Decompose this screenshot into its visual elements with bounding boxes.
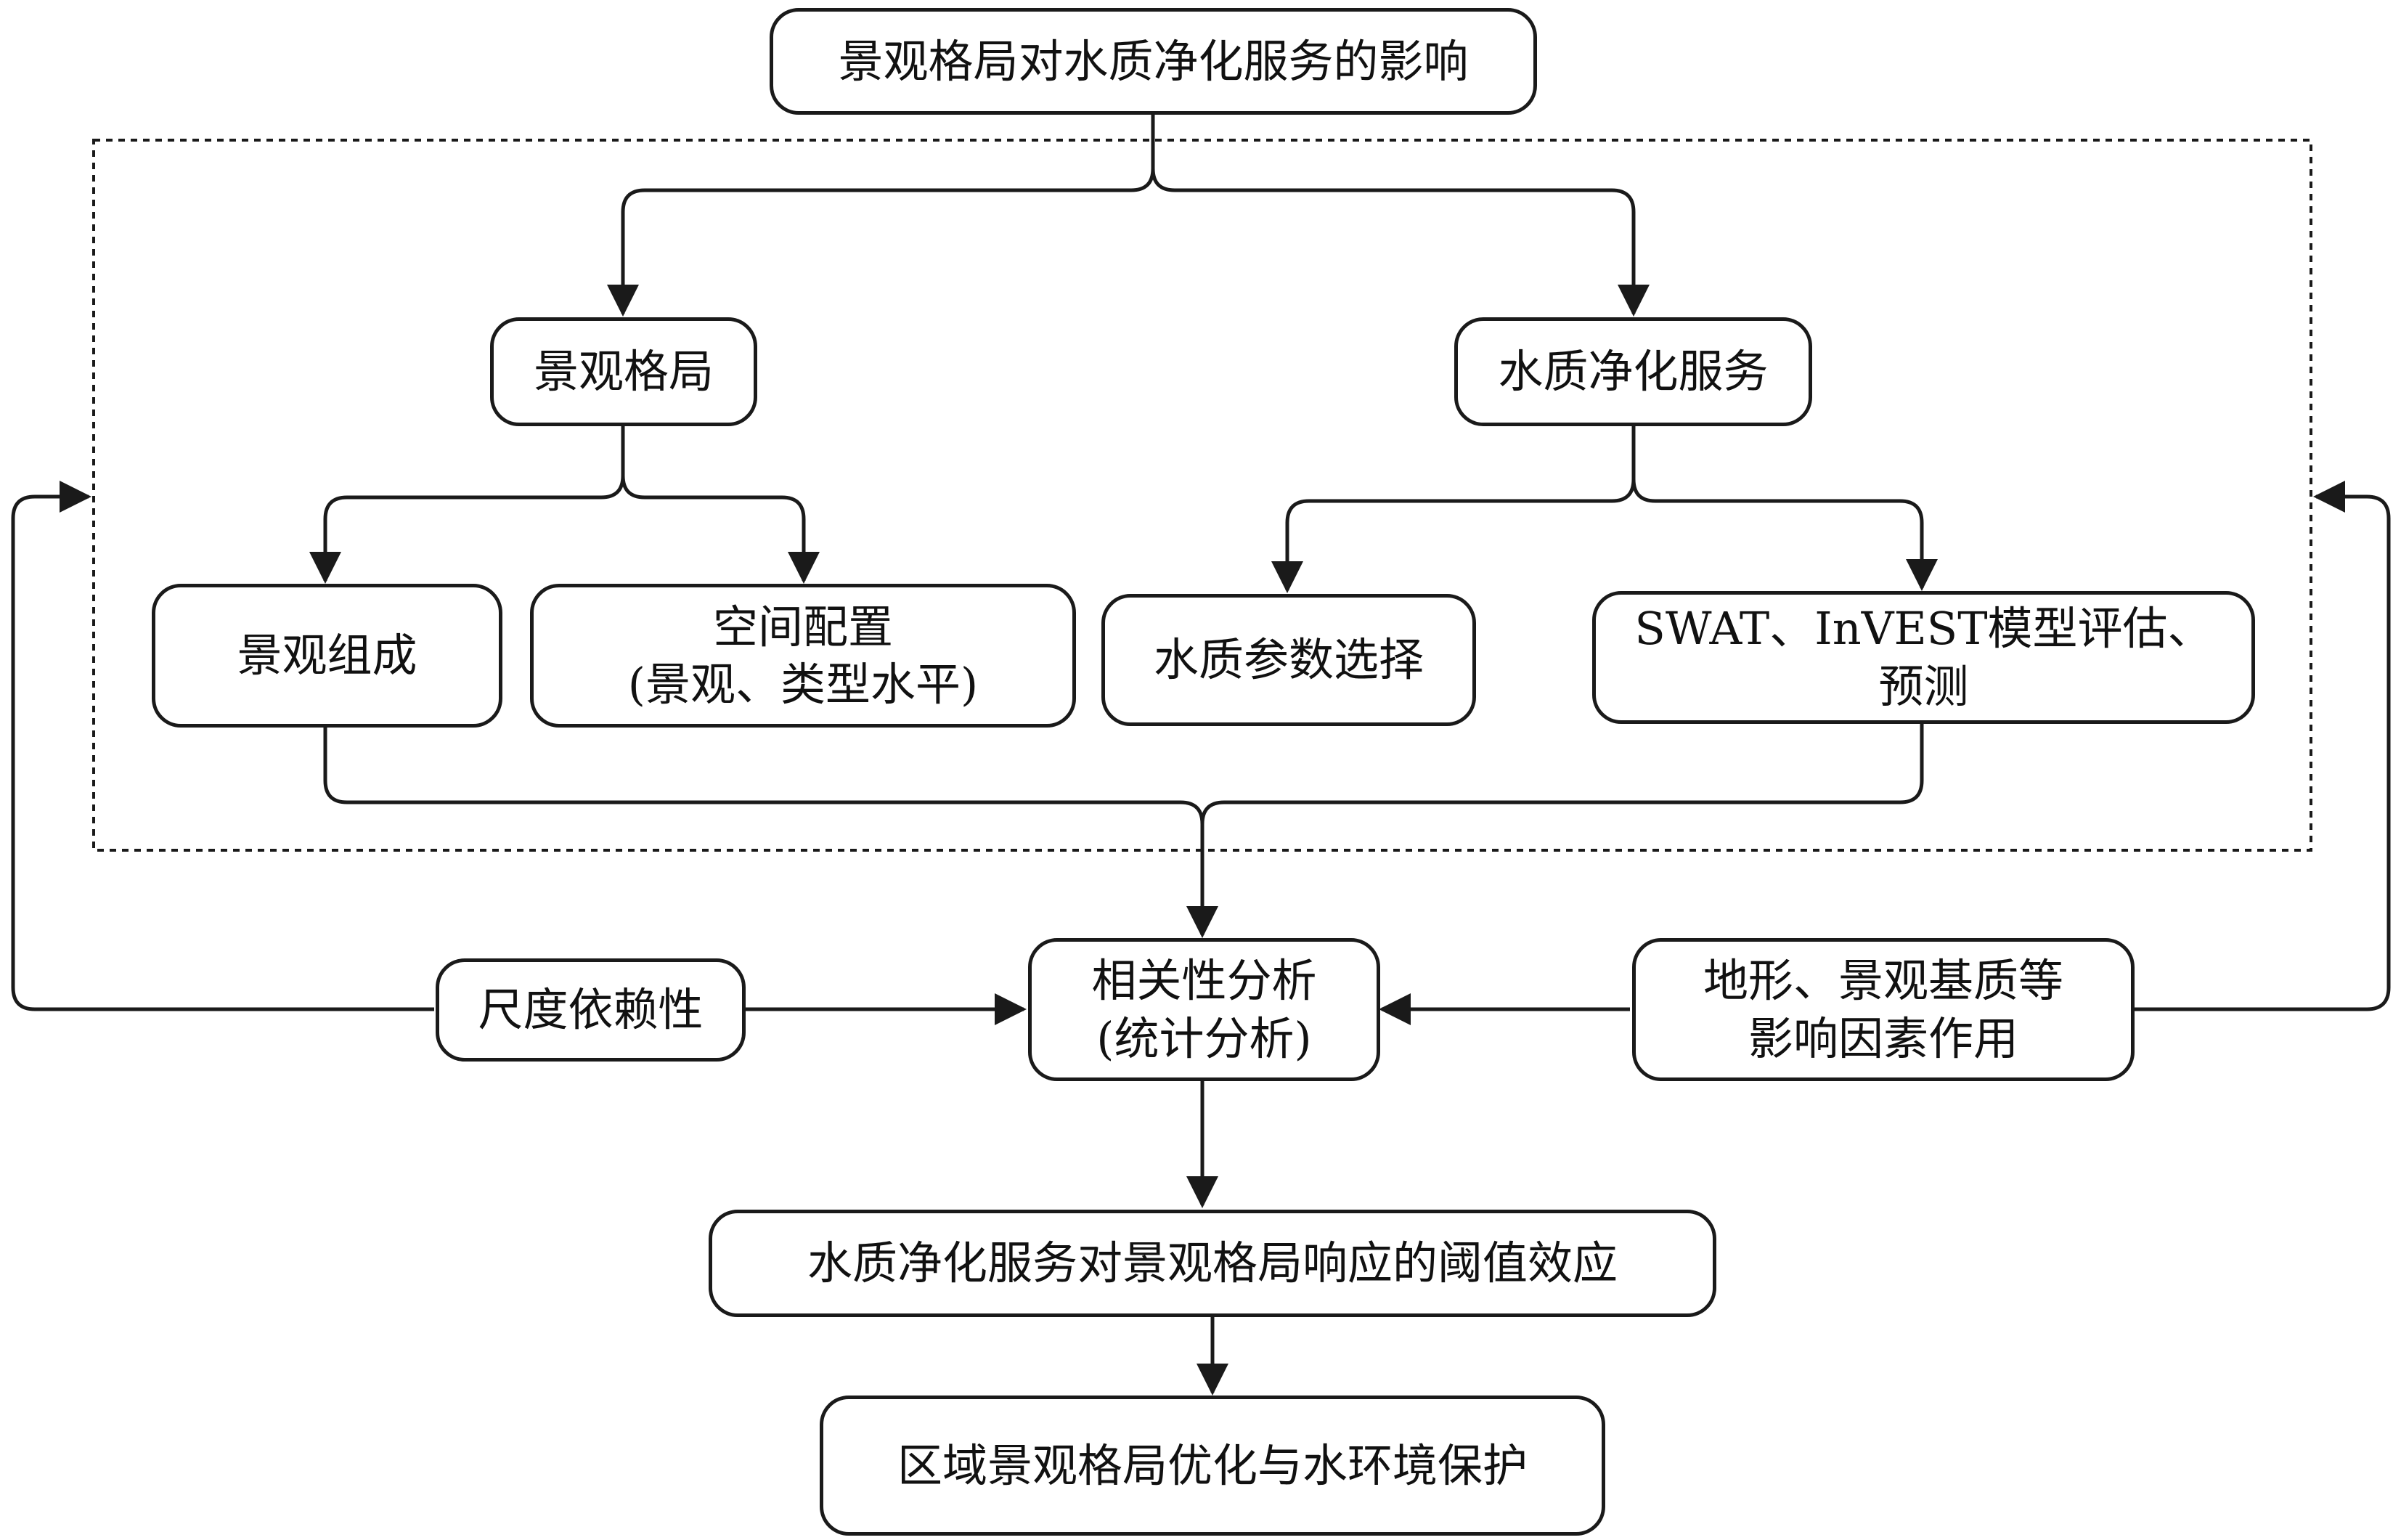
edge-wq-service-to-params bbox=[1271, 425, 1636, 593]
node-swat: SWAT、InVEST模型评估、 预测 bbox=[1592, 591, 2255, 724]
node-threshold-effect-label: 水质净化服务对景观格局响应的阈值效应 bbox=[807, 1237, 1618, 1290]
node-threshold-effect: 水质净化服务对景观格局响应的阈值效应 bbox=[709, 1210, 1716, 1317]
edge-landscape-pattern-to-spatial-config bbox=[621, 475, 820, 584]
node-correlation-line1: 相关性分析 bbox=[1091, 954, 1317, 1008]
node-landscape-pattern-label: 景观格局 bbox=[533, 345, 714, 399]
node-wq-service-label: 水质净化服务 bbox=[1498, 345, 1769, 399]
node-correlation: 相关性分析 (统计分析) bbox=[1028, 938, 1380, 1081]
node-spatial-config: 空间配置 (景观、类型水平) bbox=[530, 584, 1076, 728]
node-spatial-config-line2: (景观、类型水平) bbox=[627, 658, 979, 711]
node-spatial-config-line1: 空间配置 bbox=[712, 600, 893, 653]
node-terrain-factors-line2: 影响因素作用 bbox=[1748, 1011, 2018, 1065]
node-optimization-label: 区域景观格局优化与水环境保护 bbox=[897, 1438, 1528, 1492]
node-landscape-composition: 景观组成 bbox=[152, 584, 502, 728]
node-correlation-line2: (统计分析) bbox=[1096, 1011, 1312, 1065]
node-swat-line1: SWAT、InVEST模型评估、 bbox=[1634, 602, 2213, 656]
node-scale-dependency-label: 尺度依赖性 bbox=[478, 983, 704, 1037]
edge-root-to-wq-service bbox=[1151, 168, 1650, 317]
edge-scale-feedback-loop bbox=[11, 481, 434, 1011]
node-terrain-factors-line1: 地形、景观基质等 bbox=[1703, 954, 2063, 1008]
edge-landscape-pattern-to-composition bbox=[309, 425, 625, 584]
node-landscape-pattern: 景观格局 bbox=[490, 317, 757, 426]
node-root-label: 景观格局对水质净化服务的影响 bbox=[838, 34, 1469, 88]
node-wq-params-label: 水质参数选择 bbox=[1153, 633, 1424, 687]
edge-root-to-landscape-pattern bbox=[607, 113, 1155, 317]
node-optimization: 区域景观格局优化与水环境保护 bbox=[820, 1396, 1605, 1536]
node-terrain-factors: 地形、景观基质等 影响因素作用 bbox=[1632, 938, 2135, 1081]
node-wq-service: 水质净化服务 bbox=[1454, 317, 1812, 426]
edge-terrain-feedback-loop bbox=[2133, 481, 2391, 1011]
dashed-group-frame bbox=[92, 139, 2312, 852]
node-landscape-composition-label: 景观组成 bbox=[237, 629, 417, 683]
node-root: 景观格局对水质净化服务的影响 bbox=[770, 8, 1537, 115]
node-wq-params: 水质参数选择 bbox=[1101, 594, 1476, 726]
edge-composition-to-correlation bbox=[323, 726, 1218, 938]
node-swat-line2: 预测 bbox=[1878, 659, 1969, 713]
node-scale-dependency: 尺度依赖性 bbox=[436, 958, 746, 1062]
edge-swat-merge bbox=[1200, 722, 1924, 825]
edge-wq-service-to-swat bbox=[1631, 478, 1938, 591]
